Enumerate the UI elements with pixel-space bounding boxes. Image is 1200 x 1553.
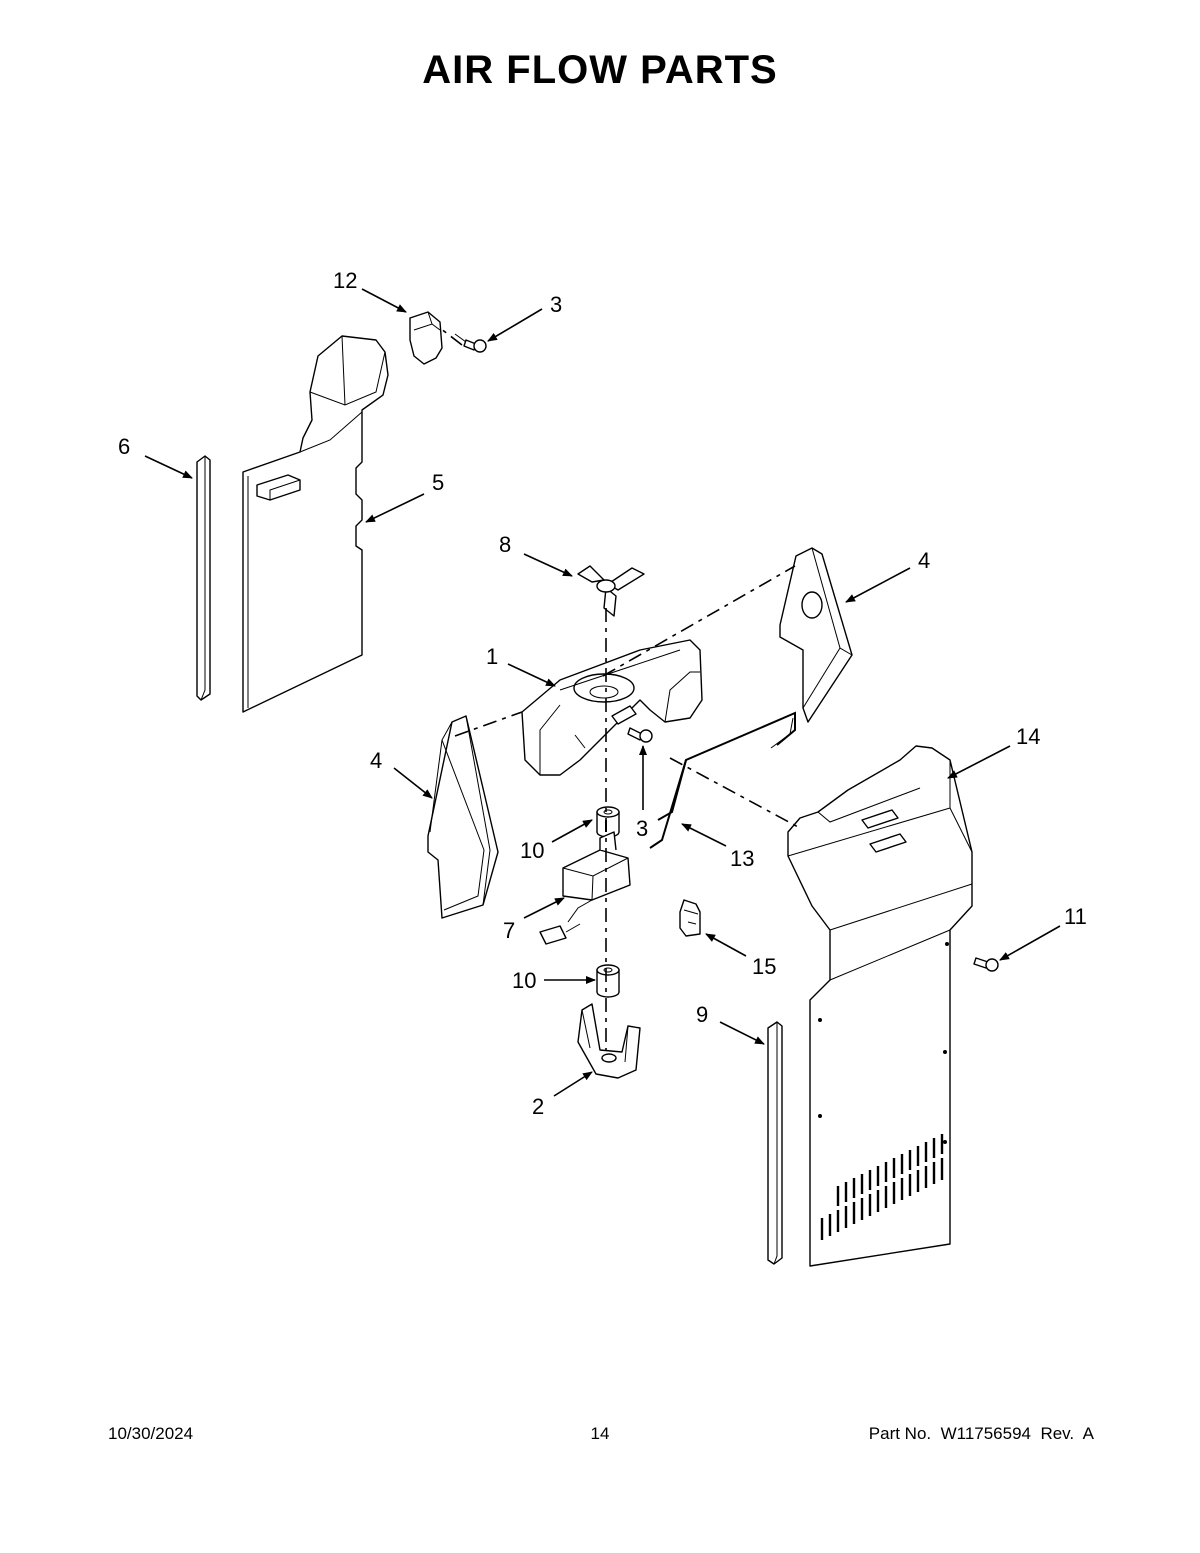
part-15-clip [679,899,701,937]
callout-4-left: 4 [370,748,382,773]
vent-slots [820,1134,944,1240]
part-13-wire-bracket [649,711,796,849]
part-4-baffle-left [427,715,499,919]
part-9-seal-strip [767,1021,783,1265]
part-4-baffle-right [779,547,853,723]
part-11-screw [973,957,999,972]
callout-11: 11 [1064,904,1087,929]
callout-labels: 1 2 3 3 4 4 5 6 7 8 9 10 10 11 12 13 14 … [118,268,1087,1119]
callout-15: 15 [752,954,776,979]
callout-13: 13 [730,846,754,871]
part-10-grommet-upper [596,806,620,838]
part-5-duct-panel [242,335,389,713]
part-3-screw-middle [627,727,653,743]
callout-5: 5 [432,470,444,495]
assembly-lines [439,327,801,1050]
part-8-fan-blade [577,565,645,617]
part-2-motor-bracket [577,1003,641,1079]
part-6-seal-strip [196,455,211,701]
leader-arrows [144,288,1061,1097]
callout-2: 2 [532,1094,544,1119]
callout-3-middle: 3 [636,816,648,841]
part-14-evaporator-cover [787,745,973,1267]
part-7-fan-motor [539,820,631,945]
callout-10-lower: 10 [512,968,536,993]
callout-4-right: 4 [918,548,930,573]
part-12-clip [409,311,443,365]
part-1-fan-housing [521,639,703,776]
callout-6: 6 [118,434,130,459]
callout-14: 14 [1016,724,1040,749]
footer-page-number: 14 [590,1424,610,1443]
footer-date: 10/30/2024 [108,1424,194,1443]
callout-12: 12 [333,268,357,293]
callout-7: 7 [503,918,515,943]
footer-part-number: Part No. W11756594 Rev. A [868,1424,1094,1443]
callout-3-top: 3 [550,292,562,317]
callout-9: 9 [696,1002,708,1027]
page-title: AIR FLOW PARTS [422,48,778,92]
callout-1: 1 [486,644,498,669]
part-10-grommet-lower [596,964,620,998]
callout-8: 8 [499,532,511,557]
part-3-screw-top [454,333,487,353]
callout-10-upper: 10 [520,838,544,863]
